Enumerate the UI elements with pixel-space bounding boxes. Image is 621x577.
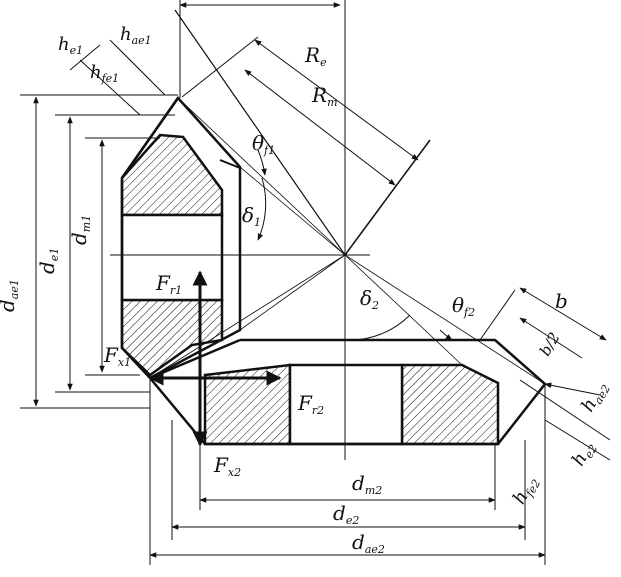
label-he1: he1 bbox=[58, 34, 83, 57]
label-theta-f2: θf2 bbox=[452, 293, 475, 319]
labels: he1 hae1 hfe1 Re Rm θf1 δ1 dae1 de1 dm1 … bbox=[0, 24, 613, 556]
label-rm: Rm bbox=[311, 83, 338, 109]
label-dm1: dm1 bbox=[67, 215, 93, 245]
label-dm2: dm2 bbox=[352, 471, 382, 497]
wheel-gear bbox=[149, 338, 547, 446]
label-fr1: Fr1 bbox=[155, 271, 182, 297]
pinion-bore bbox=[120, 213, 224, 302]
pinion-gear bbox=[120, 95, 242, 380]
label-fr2: Fr2 bbox=[297, 391, 324, 417]
force-arrows bbox=[148, 270, 282, 447]
label-theta-f1: θf1 bbox=[252, 131, 275, 157]
dimension-lines bbox=[20, 0, 611, 565]
angle-arcs bbox=[257, 149, 453, 341]
label-hfe1: hfe1 bbox=[90, 62, 119, 85]
label-re: Re bbox=[304, 43, 327, 69]
label-fx2: Fx2 bbox=[213, 453, 241, 479]
label-dae2: dae2 bbox=[352, 530, 385, 556]
label-hfe2: hfe2 bbox=[509, 472, 544, 509]
label-hae1: hae1 bbox=[120, 24, 152, 47]
wheel-bore bbox=[288, 363, 404, 446]
label-delta2: δ2 bbox=[360, 286, 379, 312]
label-b-half: b/2 bbox=[536, 329, 564, 359]
label-de2: de2 bbox=[333, 501, 359, 527]
pinion-upper-section bbox=[120, 133, 224, 217]
label-fx1: Fx1 bbox=[103, 343, 131, 369]
label-hae2: hae2 bbox=[577, 378, 613, 417]
label-dae1: dae1 bbox=[0, 279, 21, 312]
label-b: b bbox=[555, 289, 568, 313]
label-de1: de1 bbox=[35, 248, 61, 274]
label-he2: he2 bbox=[568, 437, 600, 470]
wheel-right-section bbox=[400, 363, 500, 446]
label-delta1: δ1 bbox=[242, 203, 261, 229]
